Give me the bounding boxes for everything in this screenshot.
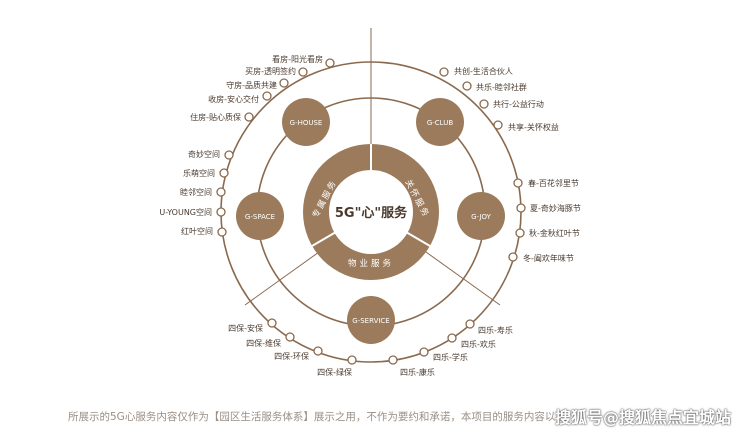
space-item: 奇妙空间	[188, 149, 234, 160]
node-g-joy: G-JOY	[457, 192, 505, 240]
club-item: 共享-关怀权益	[493, 120, 559, 132]
svg-text:四乐-康乐: 四乐-康乐	[400, 367, 435, 377]
space-item: 睦邻空间	[180, 187, 226, 197]
space-item: 乐萌空间	[183, 168, 229, 178]
svg-text:G-SERVICE: G-SERVICE	[352, 317, 389, 325]
svg-text:共行-公益行动: 共行-公益行动	[493, 99, 544, 109]
svg-text:看房-阳光看房: 看房-阳光看房	[272, 54, 323, 64]
center-title: 5G"心"服务	[335, 205, 408, 221]
service-right-item: 四乐-学乐	[419, 347, 468, 362]
node-g-space: G-SPACE	[236, 192, 284, 240]
service-right-item: 四乐-欢乐	[447, 333, 496, 349]
svg-text:奇妙空间: 奇妙空间	[188, 149, 220, 159]
svg-text:秋-金秋红叶节: 秋-金秋红叶节	[529, 228, 580, 238]
service-left-item: 四保-环保	[274, 346, 323, 361]
svg-text:冬-阖欢年味节: 冬-阖欢年味节	[523, 253, 574, 263]
joy-item: 冬-阖欢年味节	[508, 252, 574, 263]
service-right-item: 四乐-康乐	[388, 355, 435, 377]
ring-label-property: 物业服务	[348, 258, 394, 269]
svg-text:夏-奇妙海豚节: 夏-奇妙海豚节	[530, 203, 581, 213]
joy-item: 秋-金秋红叶节	[515, 228, 580, 238]
divider-line-right	[411, 241, 501, 306]
svg-text:四乐-学乐: 四乐-学乐	[433, 352, 468, 362]
svg-text:收房-安心交付: 收房-安心交付	[208, 94, 259, 104]
node-g-house: G-HOUSE	[282, 98, 330, 146]
house-item: 住房-贴心质保	[190, 112, 254, 122]
svg-text:乐萌空间: 乐萌空间	[183, 168, 215, 178]
service-left-item: 四保-安保	[228, 318, 277, 333]
svg-text:四乐-欢乐: 四乐-欢乐	[461, 339, 496, 349]
house-item: 收房-安心交付	[208, 91, 272, 104]
node-g-service: G-SERVICE	[347, 296, 395, 344]
svg-text:买房-透明签约: 买房-透明签约	[245, 66, 296, 76]
svg-text:G-JOY: G-JOY	[471, 213, 492, 221]
joy-item: 春-百花邻里节	[513, 178, 579, 188]
svg-text:G-HOUSE: G-HOUSE	[290, 119, 323, 127]
house-item: 守房-品质共建	[226, 78, 289, 90]
svg-text:四保-绿保: 四保-绿保	[317, 367, 352, 377]
club-item: 共乐-睦邻社群	[462, 81, 527, 92]
svg-text:四乐-寿乐: 四乐-寿乐	[478, 325, 513, 335]
space-item: 红叶空间	[181, 226, 227, 237]
house-item: 看房-阳光看房	[272, 54, 335, 68]
svg-text:共创-生活合伙人: 共创-生活合伙人	[454, 66, 513, 76]
watermark-text: 搜狐号@搜狐焦点宜城站	[555, 408, 732, 427]
svg-text:G-SPACE: G-SPACE	[245, 213, 275, 221]
disclaimer-footnote: 所展示的5G心服务内容仅作为【园区生活服务体系】展示之用，不作为要约和承诺，本项…	[68, 411, 566, 423]
service-left-item: 四保-绿保	[317, 355, 357, 377]
svg-text:住房-贴心质保: 住房-贴心质保	[190, 112, 241, 122]
svg-text:春-百花邻里节: 春-百花邻里节	[528, 178, 579, 188]
svg-text:共享-关怀权益: 共享-关怀权益	[508, 122, 559, 132]
joy-item: 夏-奇妙海豚节	[516, 203, 581, 213]
svg-text:睦邻空间: 睦邻空间	[180, 187, 212, 197]
svg-text:四保-环保: 四保-环保	[274, 351, 309, 361]
svg-text:U-YOUNG空间: U-YOUNG空间	[159, 207, 212, 217]
svg-text:红叶空间: 红叶空间	[181, 226, 213, 236]
node-g-club: G-CLUB	[416, 98, 464, 146]
space-item: U-YOUNG空间	[159, 207, 226, 217]
service-left-item: 四保-维保	[246, 332, 295, 348]
service-right-item: 四乐-寿乐	[465, 319, 513, 335]
svg-text:守房-品质共建: 守房-品质共建	[226, 80, 277, 90]
house-item: 买房-透明签约	[245, 66, 308, 77]
svg-text:G-CLUB: G-CLUB	[427, 119, 454, 127]
center-hole	[329, 170, 413, 254]
svg-text:共乐-睦邻社群: 共乐-睦邻社群	[476, 82, 527, 92]
svg-text:四保-维保: 四保-维保	[246, 338, 281, 348]
svg-text:四保-安保: 四保-安保	[228, 323, 263, 333]
club-item: 共行-公益行动	[479, 99, 544, 109]
club-item: 共创-生活合伙人	[439, 66, 513, 77]
